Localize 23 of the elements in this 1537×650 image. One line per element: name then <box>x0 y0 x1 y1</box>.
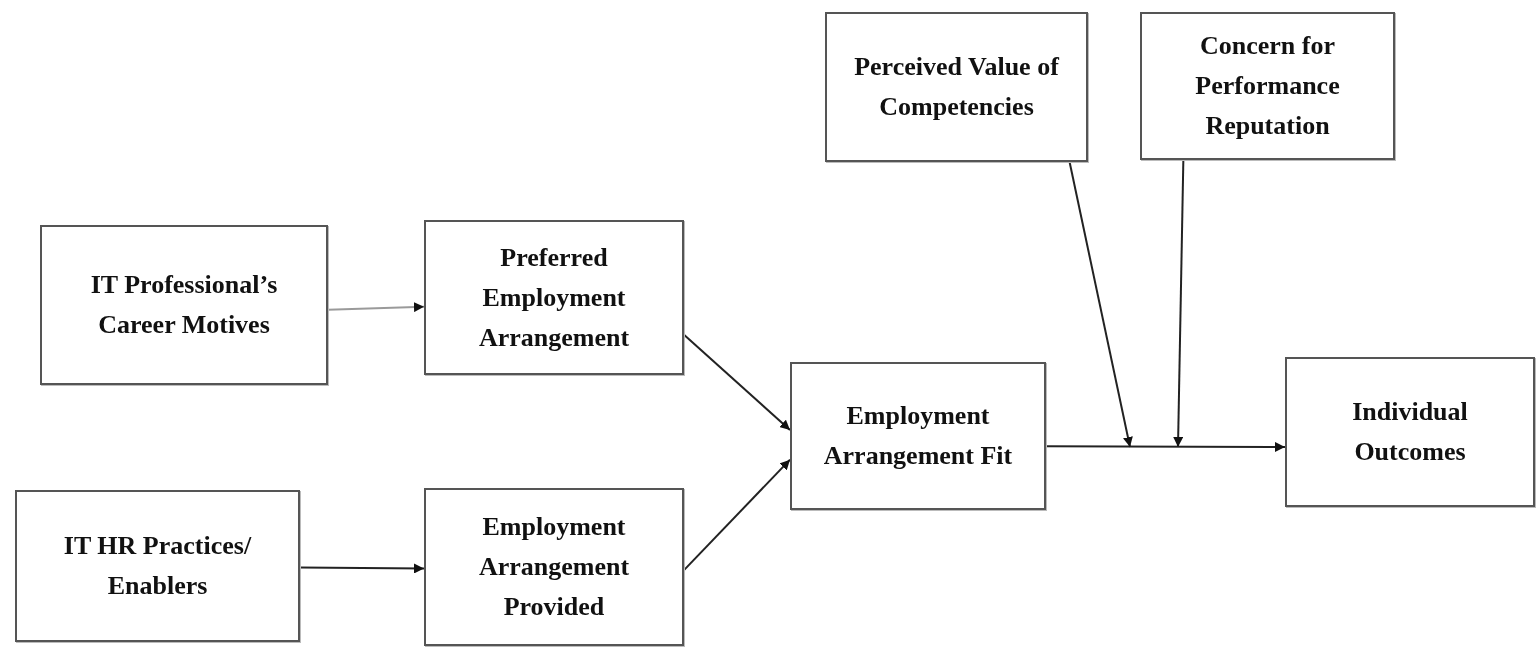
box-label: Concern for Performance Reputation <box>1194 30 1341 142</box>
box-label: Employment Arrangement Fit <box>822 400 1014 472</box>
process-box <box>40 225 328 385</box>
process-box <box>1140 12 1395 160</box>
arrow <box>1068 161 1133 448</box>
process-box <box>1285 357 1535 507</box>
arrow <box>1045 441 1286 452</box>
box-label: IT Professional’s Career Motives <box>89 269 279 341</box>
box-label: Employment Arrangement Provided <box>477 511 631 623</box>
process-box <box>424 488 684 646</box>
arrow <box>683 458 791 572</box>
box-label: Preferred Employment Arrangement <box>477 241 631 354</box>
process-box <box>15 490 300 642</box>
process-box <box>790 362 1046 510</box>
process-box <box>825 12 1088 162</box>
arrow <box>327 302 425 313</box>
box-label: IT HR Practices/ Enablers <box>62 530 253 602</box>
process-box <box>424 220 684 375</box>
arrow <box>299 563 425 574</box>
box-label: Individual Outcomes <box>1351 396 1469 468</box>
arrow <box>1173 159 1185 448</box>
box-label: Perceived Value of Competencies <box>853 51 1061 123</box>
arrow <box>683 333 791 432</box>
